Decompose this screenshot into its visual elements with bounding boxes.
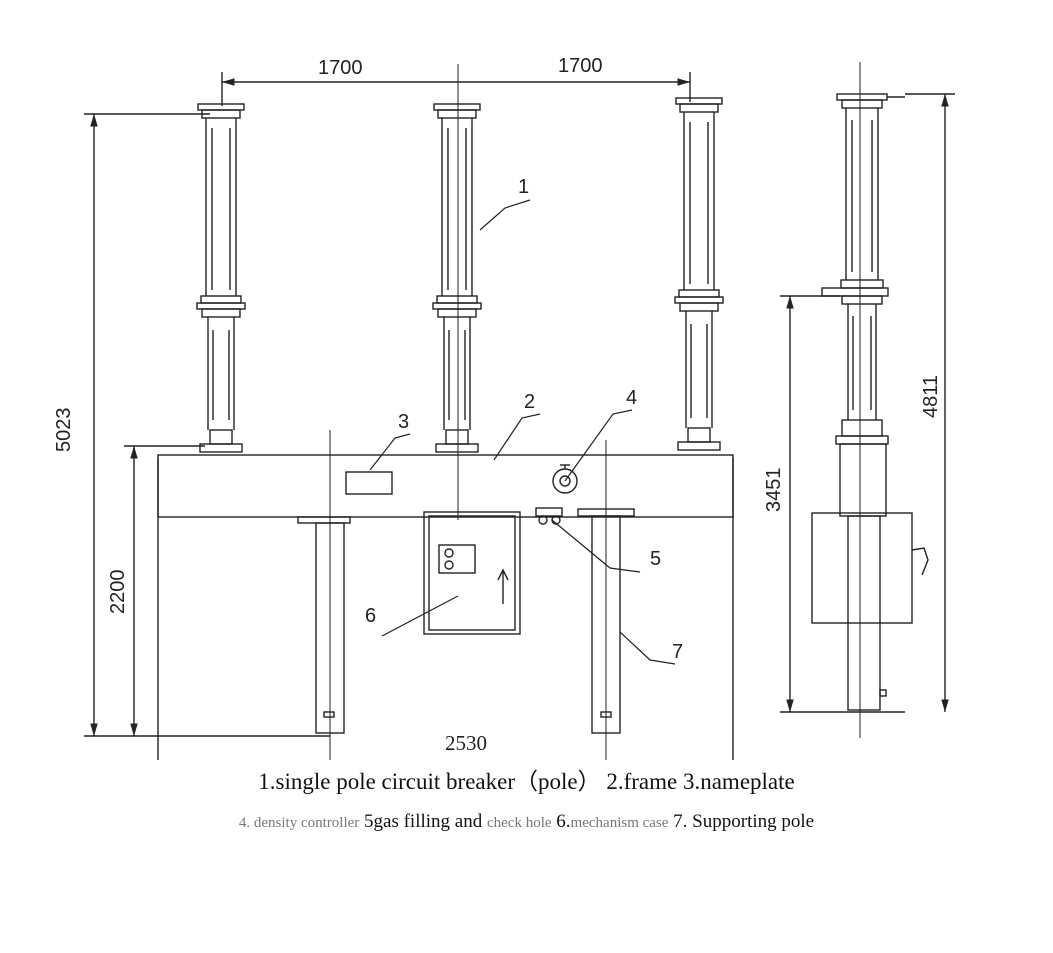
dim-pole-spacing-left: 1700 (318, 57, 363, 79)
supporting-pole-right (577, 508, 635, 734)
side-view (811, 93, 929, 711)
dim-lines-side (780, 93, 955, 713)
caption-density-controller: density controller (253, 815, 360, 831)
pole-left (196, 103, 246, 453)
gas-filling-hole (535, 507, 563, 525)
mechanism-case (423, 511, 521, 635)
caption-mechanism-case: mechanism case (570, 815, 669, 831)
center-lines (329, 62, 861, 760)
caption-line-1: 1.single pole circuit breaker（pole） 2.fr… (0, 762, 1053, 796)
callout-leaders (369, 199, 676, 665)
caption-item-6-number: 6. (551, 811, 571, 832)
frame (157, 454, 734, 518)
dim-pole-spacing-right: 1700 (558, 55, 603, 77)
callout-1: 1 (518, 176, 529, 198)
caption-gas-filling: 5gas filling and (359, 811, 487, 832)
dim-lines-front (84, 72, 734, 760)
callout-4: 4 (626, 387, 637, 409)
dim-overall-height: 5023 (53, 408, 75, 453)
supporting-pole-left (297, 516, 351, 734)
nameplate (345, 471, 393, 495)
circuit-breaker-drawing: 1700 1700 5023 2200 2530 3950 3451 4811 … (53, 55, 955, 760)
caption-item-4-number: 4. (238, 815, 254, 831)
callout-3: 3 (398, 411, 409, 433)
dim-side-lower-height: 3451 (763, 468, 785, 513)
dim-support-spacing: 2530 (445, 731, 487, 755)
callout-6: 6 (365, 605, 376, 627)
caption-supporting-pole: 7. Supporting pole (668, 811, 815, 832)
pole-right (674, 97, 724, 451)
callout-5: 5 (650, 548, 661, 570)
dim-side-total-height: 4811 (920, 375, 942, 418)
caption-items-1-3: 1.single pole circuit breaker（pole） 2.fr… (258, 769, 795, 794)
caption-line-2: 4. density controller 5gas filling and c… (0, 811, 1053, 833)
callout-2: 2 (524, 391, 535, 413)
caption-check-hole: check hole (486, 815, 552, 831)
callout-7: 7 (672, 641, 683, 663)
pole-middle (432, 103, 482, 453)
dim-frame-height: 2200 (107, 570, 129, 615)
